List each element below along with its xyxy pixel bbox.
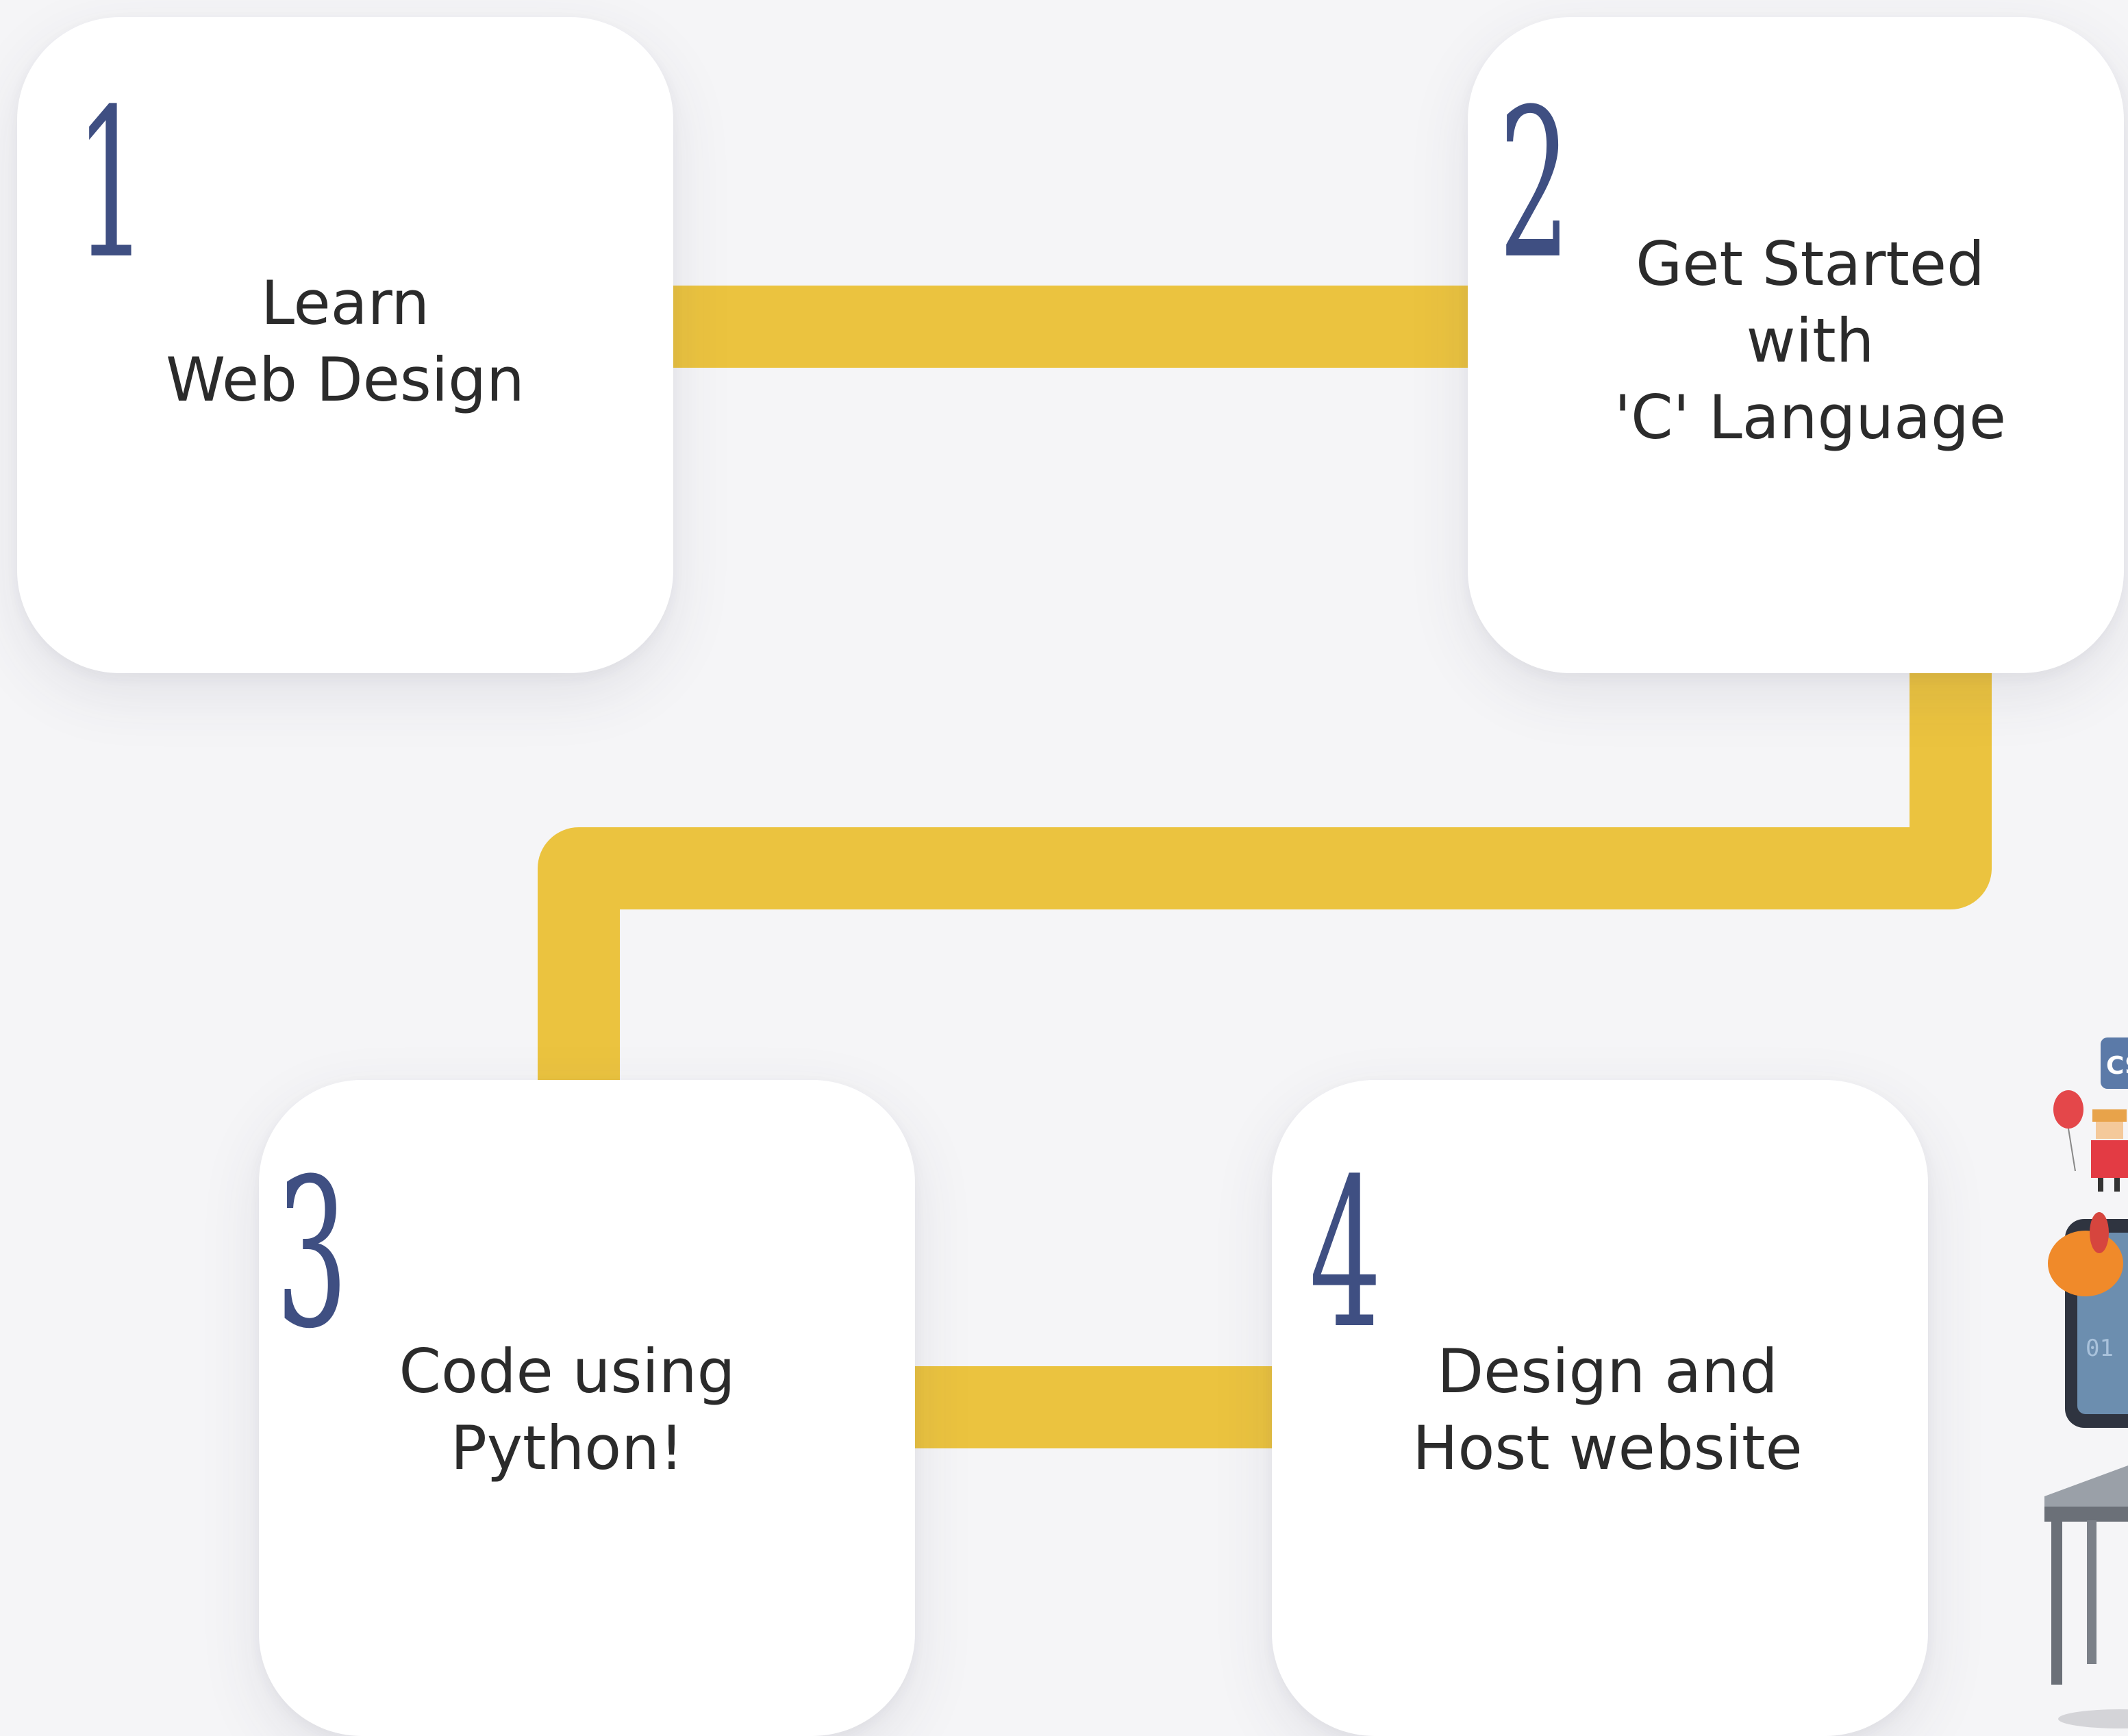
step-card-3[interactable]: 3 Code using Python! xyxy=(259,1080,915,1736)
step-title-3-line-1: Code using xyxy=(399,1336,736,1407)
step-title-1-line-1: Learn xyxy=(261,268,429,338)
balloon-icon xyxy=(2053,1090,2083,1172)
step-title-3-line-2: Python! xyxy=(450,1413,684,1483)
step-title-4-line-1: Design and xyxy=(1437,1336,1778,1407)
step-title-2-line-1: Get Started xyxy=(1636,229,1985,299)
step-title-4-line-2: Host website xyxy=(1412,1413,1803,1483)
step-title-3: Code using Python! xyxy=(341,1333,793,1487)
step-number-2: 2 xyxy=(1499,65,1570,304)
step-title-2-line-3: 'C' Language xyxy=(1614,382,2007,453)
connector-3-4 xyxy=(911,1366,1277,1448)
step-title-1: Learn Web Design xyxy=(17,265,673,418)
step-card-4[interactable]: 4 Design and Host website xyxy=(1272,1080,1928,1736)
fox-icon xyxy=(2048,1212,2123,1296)
step-title-4: Design and Host website xyxy=(1381,1333,1833,1487)
step-title-1-line-2: Web Design xyxy=(166,344,525,415)
step-card-1[interactable]: 1 Learn Web Design xyxy=(17,17,673,673)
pixel-girl-icon xyxy=(2091,1109,2128,1192)
step-title-2-line-2: with xyxy=(1746,305,1875,376)
connector-2-3 xyxy=(538,671,1992,1082)
step-title-2: Get Started with 'C' Language xyxy=(1550,226,2070,456)
step-number-4: 4 xyxy=(1310,1135,1381,1374)
svg-text:01: 01 xyxy=(2086,1335,2114,1362)
step-number-1: 1 xyxy=(75,65,147,304)
desk-icon xyxy=(2044,1465,2128,1728)
css-badge-text: CS xyxy=(2106,1052,2128,1080)
css-badge-icon: CS xyxy=(2101,1037,2128,1089)
connector-1-2 xyxy=(671,286,1473,368)
step-card-2[interactable]: 2 Get Started with 'C' Language xyxy=(1468,17,2124,673)
coder-illustration: CS 01 xyxy=(2038,1027,2128,1736)
step-number-3: 3 xyxy=(276,1135,348,1374)
